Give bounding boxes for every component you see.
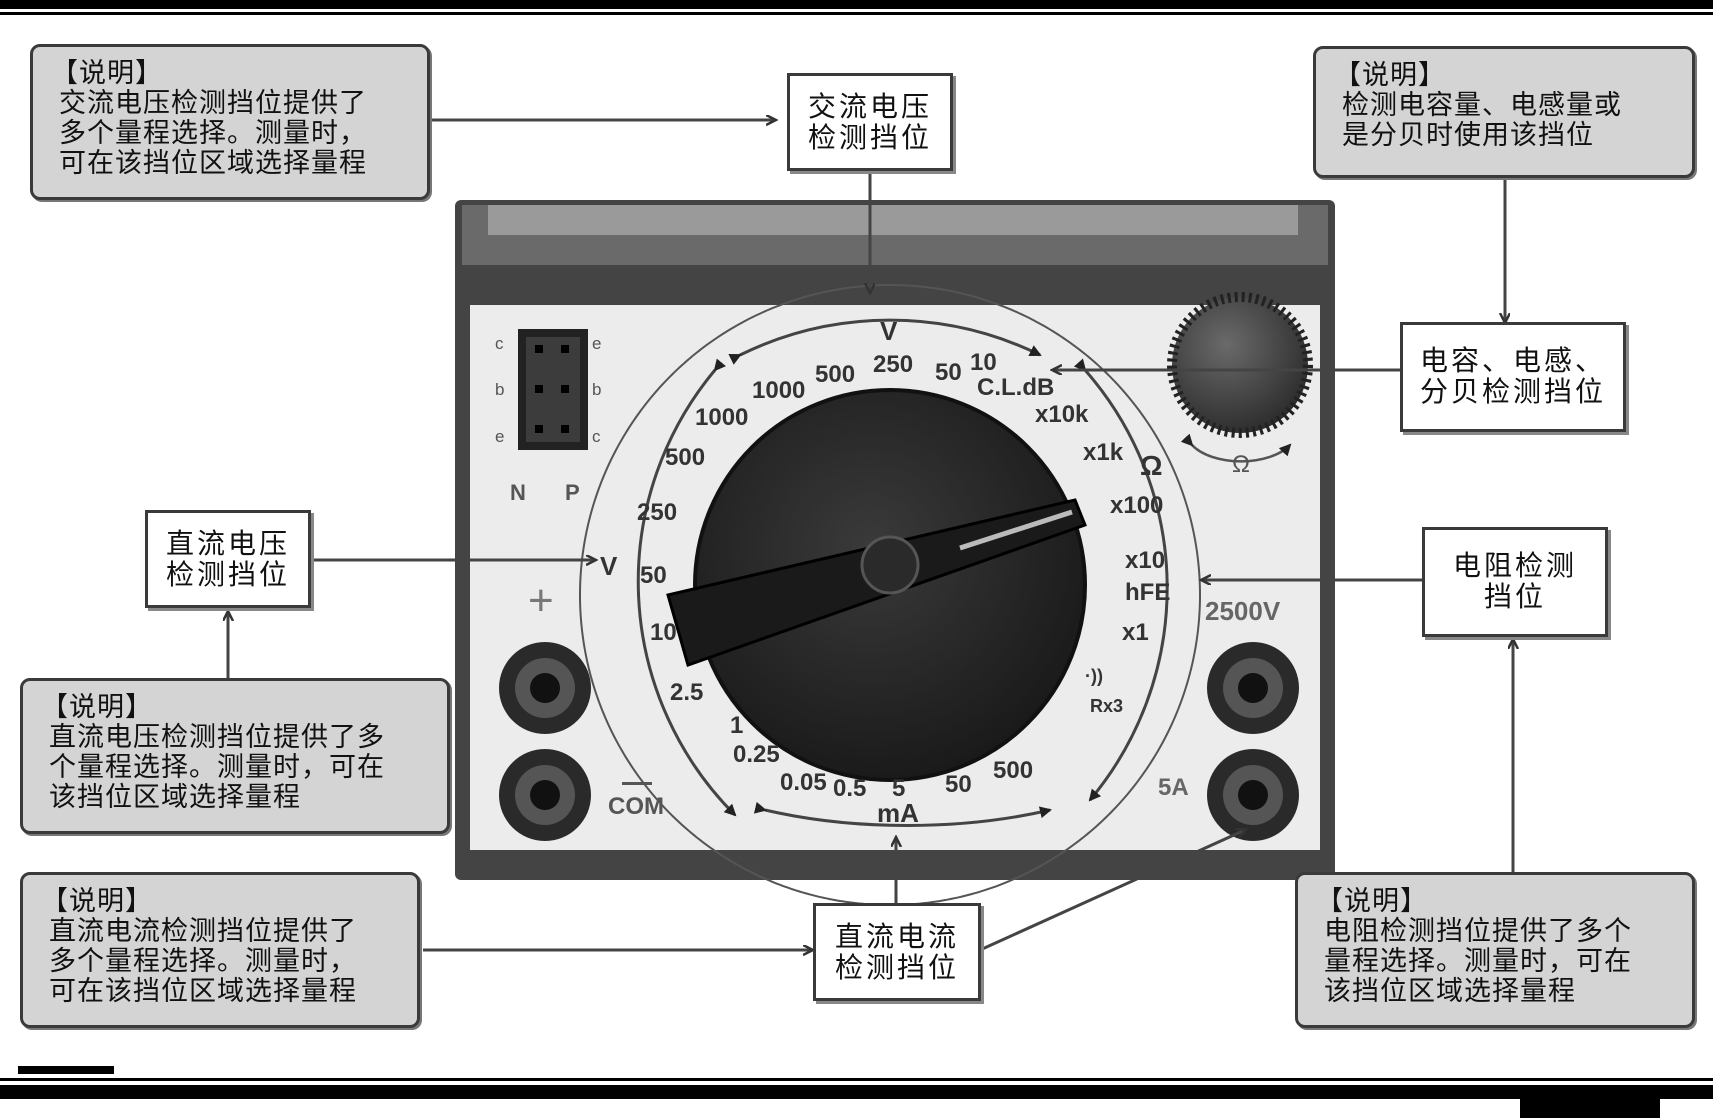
note-dc-current: 【说明】 直流电流检测挡位提供了 多个量程选择。测量时， 可在该挡位区域选择量程	[20, 872, 420, 1028]
dc-v-range-2.5: 2.5	[670, 679, 703, 706]
label-dc-current: 直流电流 检测挡位	[813, 903, 981, 1001]
note-ac-voltage: 【说明】 交流电压检测挡位提供了 多个量程选择。测量时， 可在该挡位区域选择量程	[30, 44, 430, 200]
socket-letter-left-0: c	[495, 334, 504, 353]
jack-2500v	[1207, 642, 1299, 734]
ohm-range-x1: x1	[1122, 619, 1149, 646]
note-dc-current-head: 【说明】	[41, 886, 153, 917]
dc-v-range-500: 500	[665, 444, 705, 471]
ac-v-range-50: 50	[935, 359, 962, 386]
label-dc-voltage: 直流电压 检测挡位	[145, 510, 311, 608]
high-current-label: 5A	[1158, 774, 1189, 801]
socket-letter-left-1: b	[495, 380, 504, 399]
note-ac-voltage-head: 【说明】	[51, 58, 163, 89]
ac-v-range-500: 500	[815, 361, 855, 388]
ohm-range-beep: ·))	[1085, 666, 1103, 686]
ac-v-range-1000: 1000	[752, 377, 805, 404]
dc-v-range-1: 1	[730, 712, 743, 739]
dc-v-range-250: 250	[637, 499, 677, 526]
bottom-rule	[0, 1085, 1713, 1099]
dc-v-range-50: 50	[640, 562, 667, 589]
cldb-label: C.L.dB	[977, 374, 1054, 401]
socket-letter-right-2: c	[592, 427, 601, 446]
top-rule-thin	[0, 12, 1713, 15]
jack-com	[499, 749, 591, 841]
ma-symbol: mA	[877, 798, 919, 828]
label-capacitance: 电容、电感、 分贝检测挡位	[1400, 322, 1626, 432]
ma-range-5: 5	[892, 775, 905, 802]
high-voltage-label: 2500V	[1205, 596, 1281, 626]
ohm-range-hfe: hFE	[1125, 579, 1170, 606]
note-capacitance-head: 【说明】	[1334, 60, 1446, 91]
dc-v-symbol: V	[600, 551, 618, 581]
ac-v-symbol: V	[880, 316, 898, 346]
plus-label: +	[528, 576, 554, 625]
dc-v-range-10: 10	[650, 619, 677, 646]
ma-range-0.5: 0.5	[833, 775, 866, 802]
label-resistance: 电阻检测 挡位	[1422, 527, 1608, 637]
range-selector-dial	[666, 388, 1087, 782]
ohm-symbol: Ω	[1140, 450, 1162, 481]
note-resistance-head: 【说明】	[1316, 886, 1428, 917]
ohm-range-x10k: x10k	[1035, 401, 1089, 428]
bottom-rule-thin	[0, 1078, 1713, 1081]
note-dc-current-body: 直流电流检测挡位提供了 多个量程选择。测量时， 可在该挡位区域选择量程	[49, 916, 357, 1007]
note-capacitance: 【说明】 检测电容量、电感量或 是分贝时使用该挡位	[1313, 46, 1695, 178]
note-dc-voltage-head: 【说明】	[41, 692, 153, 723]
transistor-socket	[518, 329, 588, 450]
ma-range-0.05: 0.05	[780, 769, 827, 796]
ohm-range-x10: x10	[1125, 547, 1165, 574]
ohm-range-x100: x100	[1110, 492, 1163, 519]
top-rule	[0, 0, 1713, 9]
zero-adjust-knob	[1167, 292, 1313, 438]
ac-v-range-250: 250	[873, 351, 913, 378]
note-dc-voltage: 【说明】 直流电压检测挡位提供了多 个量程选择。测量时，可在 该挡位区域选择量程	[20, 678, 450, 834]
note-dc-voltage-body: 直流电压检测挡位提供了多 个量程选择。测量时，可在 该挡位区域选择量程	[49, 722, 385, 813]
arrow-ma-jack	[979, 830, 1245, 952]
socket-letter-right-1: b	[592, 380, 601, 399]
footer-mark	[18, 1066, 114, 1074]
socket-n-label: N	[510, 480, 526, 505]
note-capacitance-body: 检测电容量、电感量或 是分贝时使用该挡位	[1342, 90, 1622, 151]
dc-v-range-0.25: 0.25	[733, 741, 780, 768]
note-resistance: 【说明】 电阻检测挡位提供了多个 量程选择。测量时，可在 该挡位区域选择量程	[1295, 872, 1695, 1028]
ac-v-range-10: 10	[970, 349, 997, 376]
footer-block	[1520, 1099, 1660, 1118]
note-resistance-body: 电阻检测挡位提供了多个 量程选择。测量时，可在 该挡位区域选择量程	[1324, 916, 1632, 1007]
ohm-range-rx3: Rx3	[1090, 696, 1123, 716]
socket-p-label: P	[565, 480, 580, 505]
knob-omega-label: Ω	[1232, 451, 1250, 478]
note-ac-voltage-body: 交流电压检测挡位提供了 多个量程选择。测量时， 可在该挡位区域选择量程	[59, 88, 367, 179]
ma-range-500: 500	[993, 757, 1033, 784]
jack-plus	[499, 642, 591, 734]
jack-5a	[1207, 749, 1299, 841]
socket-letter-left-2: e	[495, 427, 504, 446]
socket-letter-right-0: e	[592, 334, 601, 353]
label-ac-voltage: 交流电压 检测挡位	[787, 73, 953, 171]
ma-range-50: 50	[945, 771, 972, 798]
ohm-range-x1k: x1k	[1083, 439, 1124, 466]
dc-v-range-1000: 1000	[695, 404, 748, 431]
